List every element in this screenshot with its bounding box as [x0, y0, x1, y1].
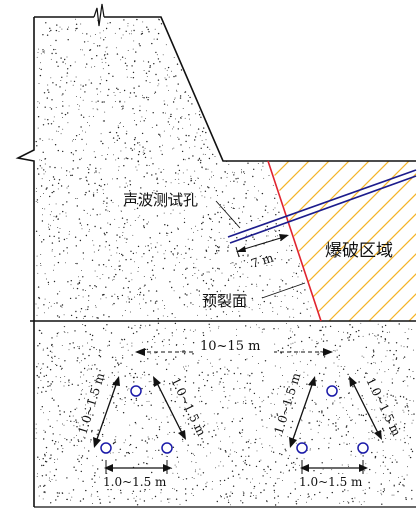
dim-spacing-arrow-right — [323, 348, 333, 356]
label-presplit-face: 预裂面 — [202, 292, 247, 310]
hole-right-bottom-right — [357, 442, 369, 454]
dim-7m-line — [240, 236, 285, 251]
label-acoustic-hole: 声波测试孔 — [123, 191, 198, 209]
arrow — [289, 437, 297, 448]
presplit-face-line — [267, 160, 322, 322]
dim-right-side-right — [351, 380, 380, 436]
hole-right-bottom-left — [296, 442, 308, 454]
hole-right-top — [326, 385, 338, 397]
acoustic-borehole-upper — [227, 169, 417, 238]
dim-left-side-right — [155, 380, 184, 436]
arrow — [112, 376, 120, 386]
arrow — [349, 376, 357, 387]
rock-region-upper — [30, 17, 321, 321]
arrow — [93, 437, 101, 448]
slope-outline — [34, 16, 416, 162]
label-left-base: 1.0~1.5 m — [103, 475, 167, 489]
arrow — [178, 430, 186, 440]
label-bg — [100, 474, 172, 489]
dim-7m-tick-left — [235, 246, 240, 258]
dim-left-side-left — [95, 381, 118, 443]
label-blast-zone: 爆破区域 — [325, 241, 393, 261]
label-7m: 7 m — [249, 250, 276, 270]
dim-7m-arrow-left — [236, 246, 246, 252]
break-symbol-top — [93, 3, 105, 27]
dim-spacing-arrow-left — [135, 348, 145, 356]
arrow — [374, 430, 382, 440]
arrow — [308, 376, 316, 386]
dim-spacing-label-bg — [196, 336, 274, 354]
label-right-base: 1.0~1.5 m — [299, 475, 363, 489]
dim-7m-arrow-right — [279, 234, 289, 241]
dim-right-side-left — [291, 381, 314, 443]
hole-left-bottom-right — [161, 442, 173, 454]
left-edge-outline — [15, 17, 35, 507]
presplit-leader — [261, 282, 306, 299]
label-spacing: 10~15 m — [200, 339, 260, 354]
hole-left-bottom-left — [100, 442, 112, 454]
arrow — [300, 464, 309, 472]
borehole-leader — [215, 200, 241, 229]
arrow — [153, 376, 161, 387]
acoustic-borehole-lower — [229, 175, 417, 244]
hole-left-top — [130, 385, 142, 397]
arrow — [104, 464, 113, 472]
label-bg — [296, 474, 368, 489]
